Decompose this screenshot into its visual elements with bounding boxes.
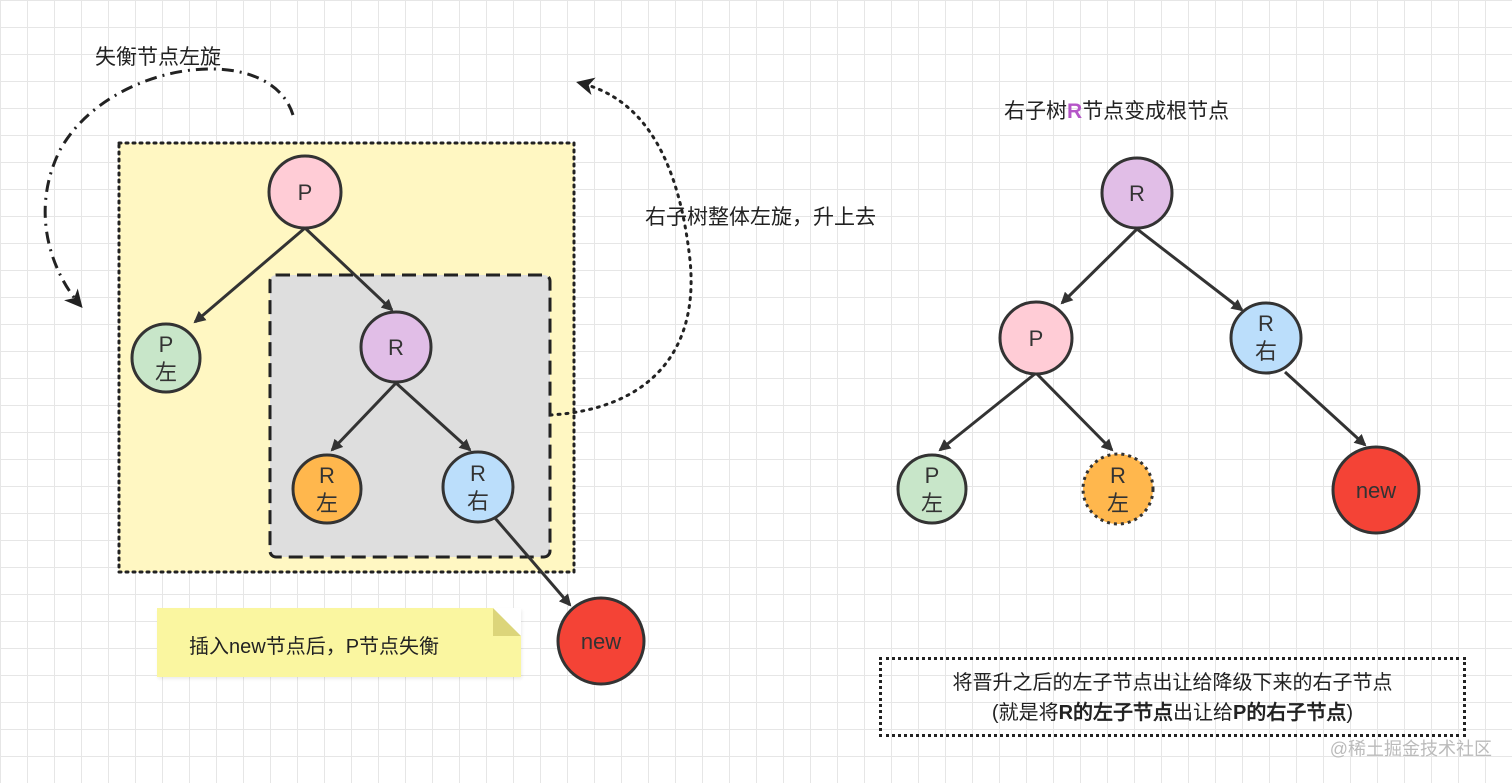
right-title-suffix: 节点变成根节点 bbox=[1082, 100, 1230, 123]
sticky-note-fold bbox=[493, 608, 521, 636]
node-r bbox=[359, 310, 433, 384]
explanation-line-2: (就是将R的左子节点出让给P的右子节点) bbox=[882, 698, 1463, 728]
explanation-bold-2: P的右子节点 bbox=[1233, 702, 1347, 724]
edge-p-rleft-right bbox=[1034, 371, 1114, 452]
edge-r-rleft bbox=[330, 381, 398, 452]
edge-r-rright-right bbox=[1136, 227, 1244, 312]
node-p-left-right-label-1: P bbox=[925, 463, 940, 488]
subtree-rise-label: 右子树整体左旋，升上去 bbox=[645, 206, 876, 229]
watermark: @稀土掘金技术社区 bbox=[1329, 739, 1492, 759]
node-r-left-right-label-1: R bbox=[1110, 463, 1126, 488]
node-p-right bbox=[998, 300, 1074, 376]
explanation-close: ) bbox=[1346, 702, 1354, 724]
node-p-left-label-1: P bbox=[159, 332, 174, 357]
node-r-left-right bbox=[1081, 452, 1155, 526]
edge-p-pleft-right bbox=[938, 371, 1037, 452]
right-title: 右子树R节点变成根节点 bbox=[1004, 95, 1229, 125]
edge-p-pleft bbox=[193, 226, 306, 324]
node-r-left bbox=[291, 453, 363, 525]
node-p-label: P bbox=[298, 180, 313, 205]
explanation-bold-1: R的左子节点 bbox=[1058, 702, 1174, 724]
node-r-right bbox=[441, 450, 515, 524]
node-r-left-label-1: R bbox=[319, 463, 335, 488]
node-p-left bbox=[130, 322, 202, 394]
node-p-left-right bbox=[896, 453, 968, 525]
right-title-prefix: 右子树 bbox=[1004, 100, 1067, 123]
subtree-rise-arrow bbox=[548, 77, 693, 417]
edge-p-r bbox=[303, 226, 394, 312]
node-r-root bbox=[1100, 156, 1174, 230]
edge-r-rright bbox=[394, 381, 472, 452]
explanation-mid: 出让给 bbox=[1173, 702, 1234, 724]
edge-r-p-right bbox=[1060, 227, 1139, 305]
node-new-left bbox=[556, 596, 646, 686]
node-p bbox=[267, 154, 343, 230]
edge-rright-new-right bbox=[1283, 370, 1367, 447]
node-p-right-label: P bbox=[1029, 326, 1044, 351]
node-p-left-label-2: 左 bbox=[155, 360, 177, 385]
edge-rright-new bbox=[493, 517, 572, 607]
node-new-right-label: new bbox=[1356, 478, 1396, 503]
node-new-left-label: new bbox=[581, 629, 621, 654]
node-r-root-label: R bbox=[1129, 181, 1145, 206]
explanation-note: 将晋升之后的左子节点出让给降级下来的右子节点 (就是将R的左子节点出让给P的右子… bbox=[879, 657, 1466, 737]
node-new-right bbox=[1331, 445, 1421, 535]
node-r-right-right bbox=[1229, 301, 1303, 375]
node-r-left-right-label-2: 左 bbox=[1107, 491, 1129, 516]
rotate-label: 失衡节点左旋 bbox=[95, 46, 221, 69]
explanation-open: (就是将 bbox=[991, 702, 1059, 724]
explanation-line-1: 将晋升之后的左子节点出让给降级下来的右子节点 bbox=[952, 672, 1393, 694]
sticky-note-text: 插入new节点后，P节点失衡 bbox=[189, 636, 440, 658]
node-r-left-label-2: 左 bbox=[316, 491, 338, 516]
node-r-right-label-2: 右 bbox=[467, 489, 489, 514]
rotate-arc-arrow bbox=[43, 67, 295, 309]
node-r-right-right-label-1: R bbox=[1258, 311, 1274, 336]
node-r-label: R bbox=[388, 335, 404, 360]
node-r-right-label-1: R bbox=[470, 461, 486, 486]
node-p-left-right-label-2: 左 bbox=[921, 491, 943, 516]
node-r-right-right-label-2: 右 bbox=[1255, 339, 1277, 364]
right-title-accent: R bbox=[1067, 100, 1083, 123]
sticky-note: 插入new节点后，P节点失衡 bbox=[157, 608, 521, 677]
